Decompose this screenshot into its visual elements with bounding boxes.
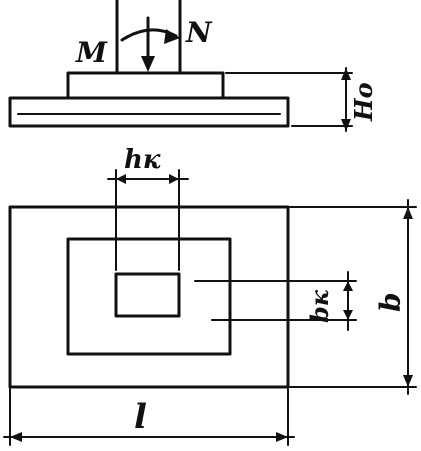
label-base-width: b bbox=[374, 292, 407, 312]
axial-force-arrowhead bbox=[141, 56, 155, 72]
label-height: Hо bbox=[349, 82, 378, 122]
label-moment: M bbox=[75, 36, 108, 69]
hk-arrow-right bbox=[169, 174, 179, 184]
l-arrow-left bbox=[10, 432, 22, 442]
height-arrow-bottom bbox=[341, 119, 351, 131]
label-base-length: l bbox=[134, 397, 147, 437]
base-outline bbox=[8, 205, 290, 389]
step-outline bbox=[66, 237, 232, 356]
label-axial-force: N bbox=[185, 16, 213, 49]
bk-arrow-top bbox=[343, 281, 353, 291]
b-arrow-bottom bbox=[403, 375, 413, 387]
label-column-width: bк bbox=[305, 289, 334, 323]
height-arrow-top bbox=[341, 68, 351, 80]
l-arrow-right bbox=[276, 432, 288, 442]
plan-view bbox=[3, 169, 417, 446]
column-outline bbox=[114, 272, 181, 318]
bk-arrow-bottom bbox=[343, 310, 353, 320]
elevation-view bbox=[8, 0, 353, 132]
upper-step bbox=[66, 71, 225, 100]
b-arrow-top bbox=[403, 207, 413, 219]
hk-arrow-left bbox=[116, 174, 126, 184]
moment-arrowhead bbox=[164, 29, 180, 44]
label-column-length: hк bbox=[124, 145, 161, 175]
base-slab bbox=[8, 96, 290, 128]
